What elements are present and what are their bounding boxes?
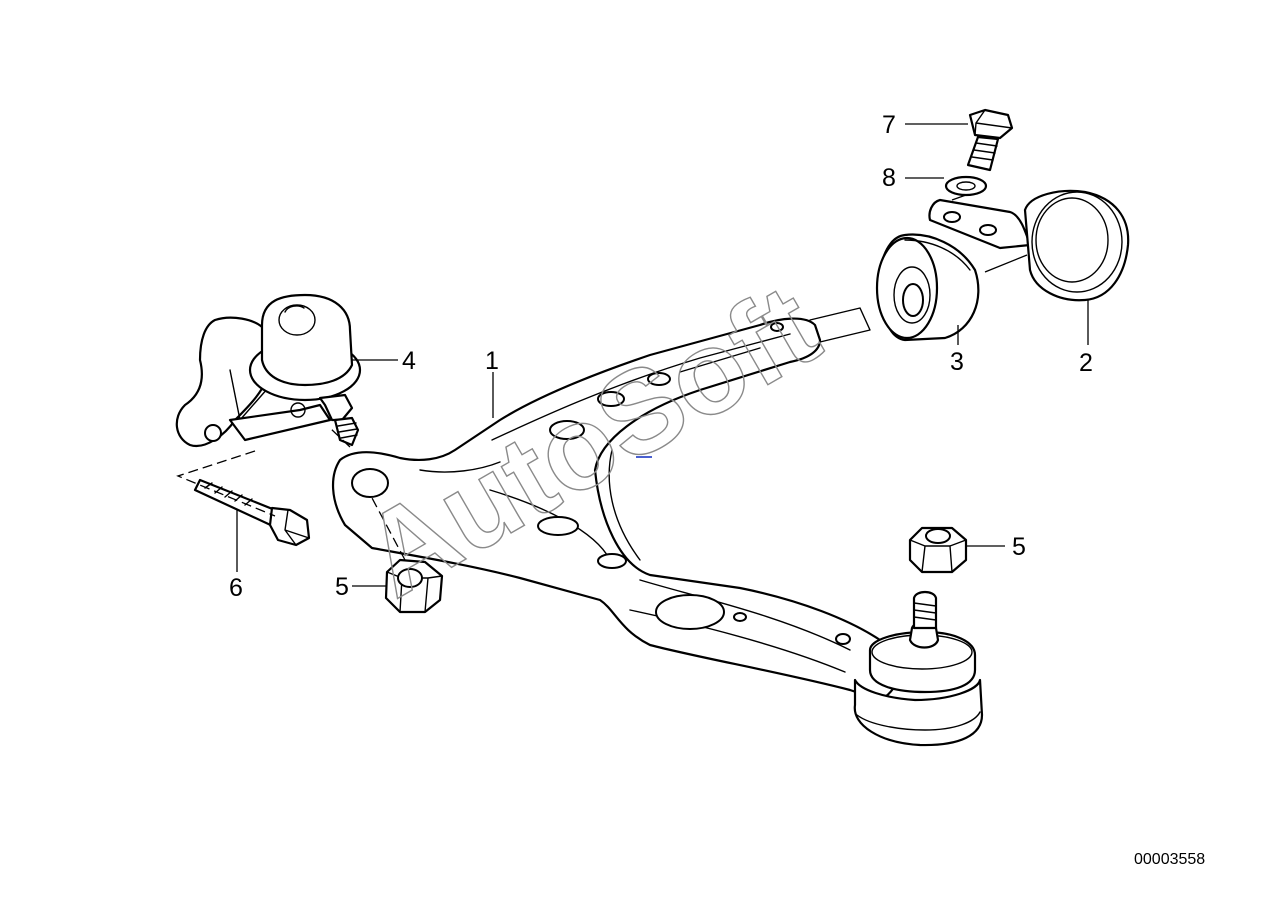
callout-7: 7: [882, 111, 896, 139]
self-locking-hex-nut[interactable]: [384, 558, 444, 614]
callout-4: 4: [402, 347, 416, 375]
lower-ball-joint-housing: [853, 590, 984, 747]
callout-2: 2: [1079, 349, 1093, 377]
hex-bolt[interactable]: [193, 478, 311, 547]
callout-5-left: 5: [335, 573, 349, 601]
leader-lines: [236, 123, 1089, 587]
callout-6: 6: [229, 574, 243, 602]
self-locking-hex-nut[interactable]: [908, 526, 968, 574]
callout-3: 3: [950, 348, 964, 376]
hex-bolt[interactable]: [966, 108, 1014, 172]
document-number: 00003558: [1134, 851, 1205, 868]
callout-5-right: 5: [1012, 533, 1026, 561]
wishbone-control-arm[interactable]: [331, 307, 900, 702]
bushing-bracket[interactable]: [928, 189, 1130, 302]
washer[interactable]: [944, 175, 988, 197]
callout-8: 8: [882, 164, 896, 192]
callout-1: 1: [485, 347, 499, 375]
callout-labels: 1 2 3 4 5 5 6 7 8: [229, 111, 1093, 602]
assembly-dashed-line: [176, 427, 406, 561]
rubber-mounting[interactable]: [875, 233, 980, 342]
ball-joint[interactable]: [175, 293, 362, 448]
